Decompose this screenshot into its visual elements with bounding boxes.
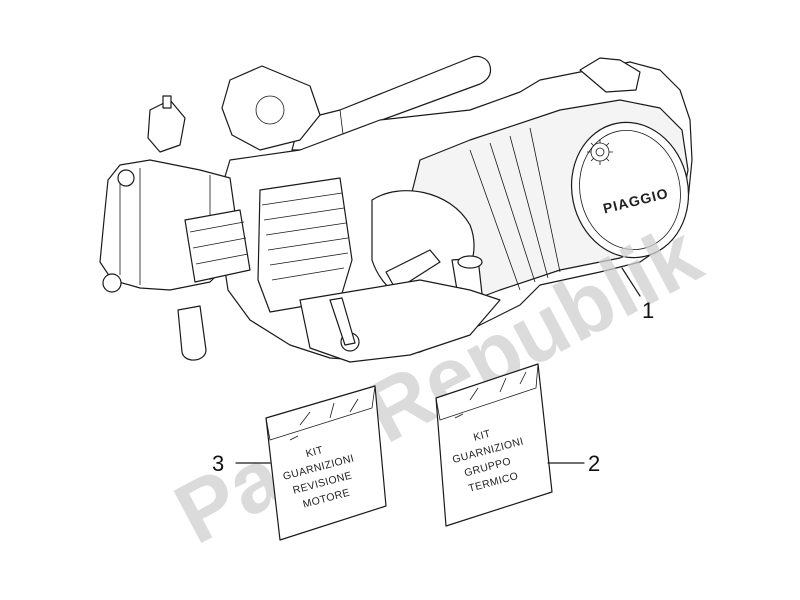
callout-2: 2 <box>547 451 600 476</box>
gasket-kit-cylinder-group: KIT GUARNIZIONI GRUPPO TERMICO <box>435 363 553 527</box>
callout-number-2: 2 <box>588 451 600 476</box>
callout-3: 3 <box>212 451 271 476</box>
gasket-kit-engine-overhaul: KIT GUARNIZIONI REVISIONE MOTORE <box>265 385 387 541</box>
clutch-cover: PIAGGIO <box>570 121 690 259</box>
engine-assembly: PIAGGIO <box>99 55 693 363</box>
gear-icon <box>587 139 613 165</box>
callout-number-3: 3 <box>212 451 224 476</box>
callout-1: 1 <box>621 267 654 323</box>
bag-text-line-1: KIT <box>305 444 325 460</box>
bag-text-line-1: KIT <box>472 428 492 444</box>
callout-number-1: 1 <box>642 298 654 323</box>
